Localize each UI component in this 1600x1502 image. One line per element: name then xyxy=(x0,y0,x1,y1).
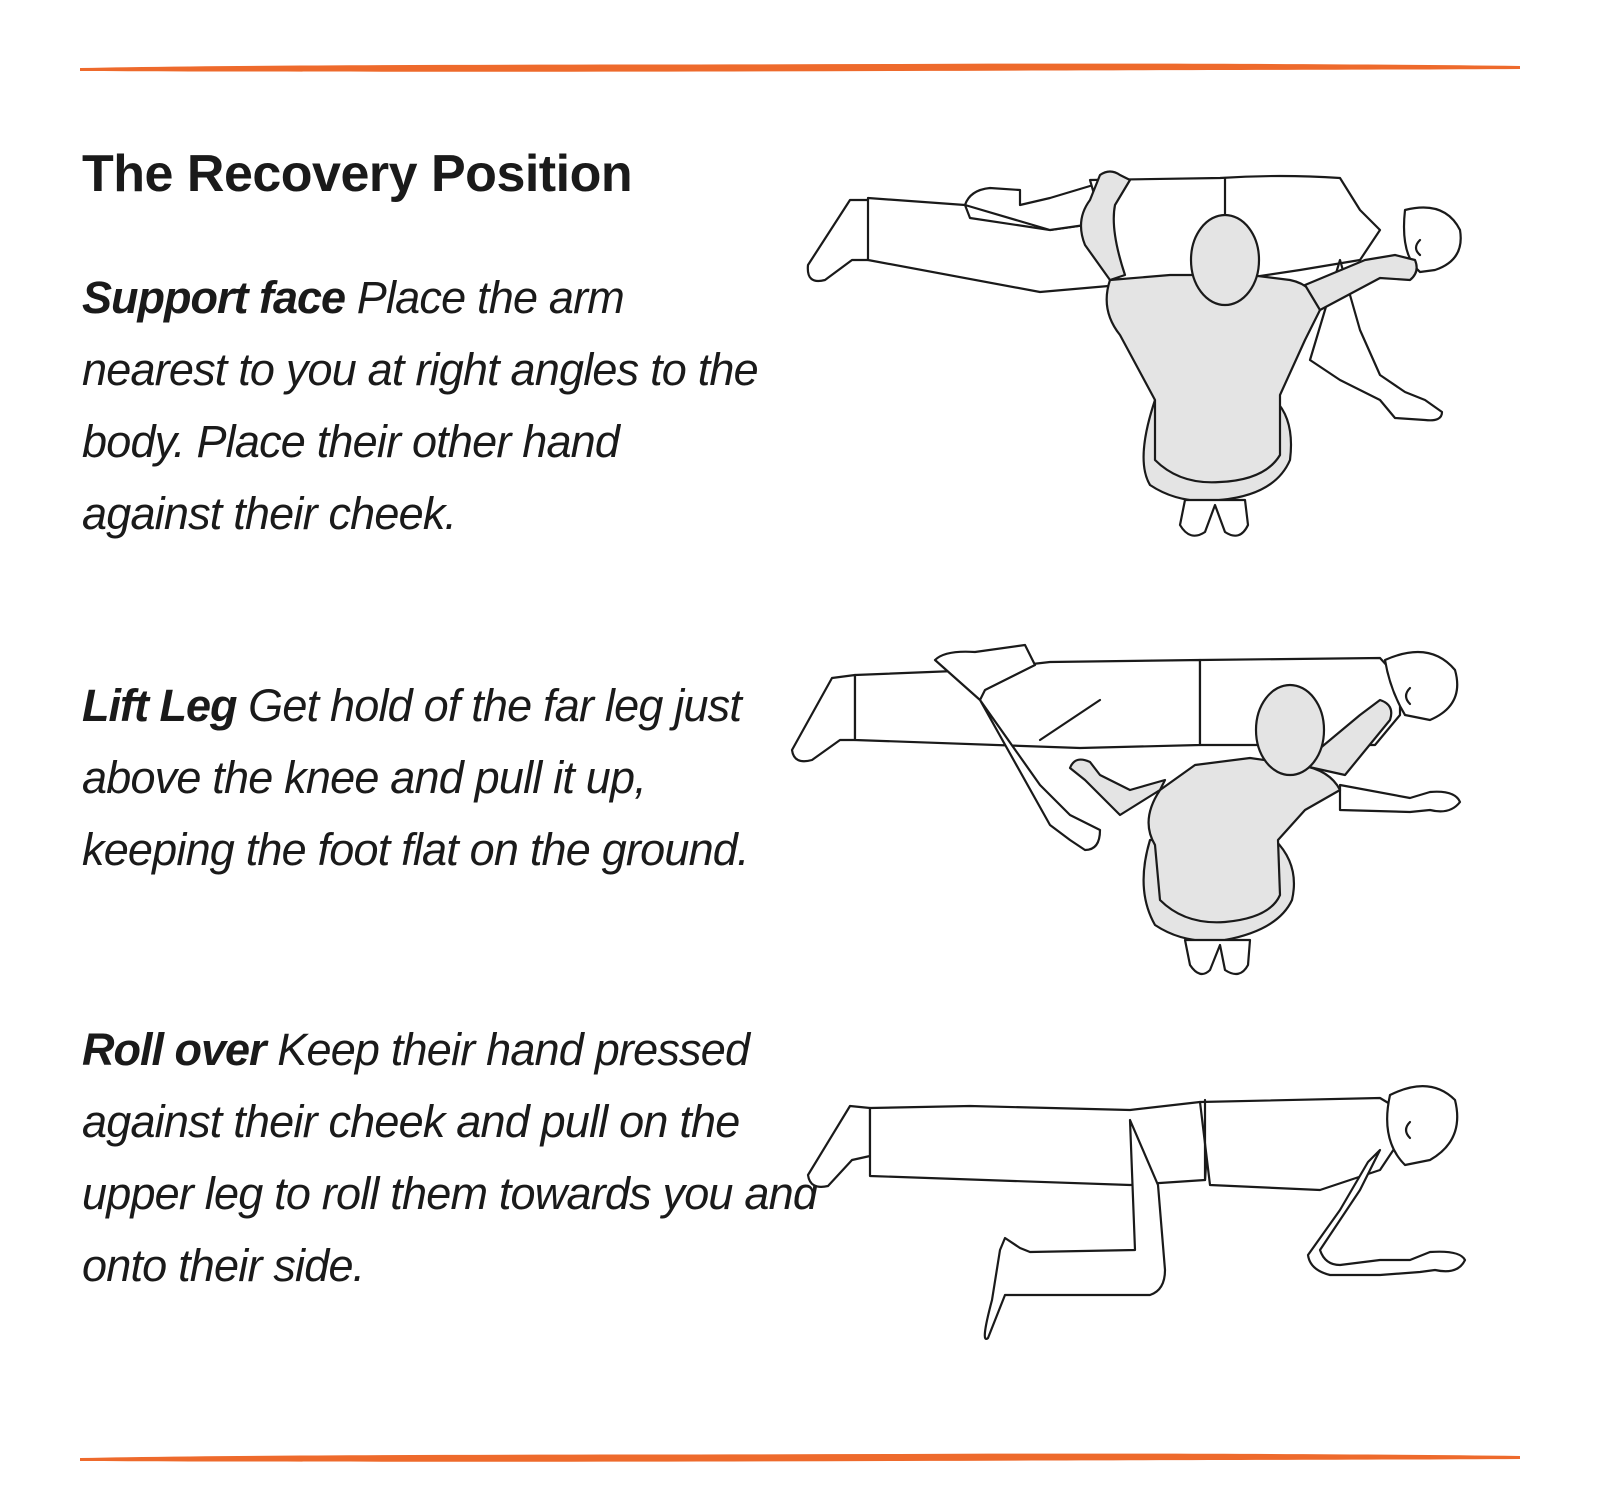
lying-person-ear xyxy=(1404,686,1412,706)
step-lift-leg-body: Get hold of the far leg just above the k… xyxy=(82,680,750,875)
bottom-divider-stroke xyxy=(80,1453,1520,1462)
lying-person-straight-leg xyxy=(806,1104,872,1188)
lying-person-head xyxy=(1383,650,1459,722)
lying-person-far-leg xyxy=(790,673,857,763)
lift-leg-illustration xyxy=(790,643,1462,976)
step-roll-over: Roll over Keep their hand pressed agains… xyxy=(82,1014,822,1302)
rescuer-head xyxy=(1189,213,1261,307)
support-face-illustration xyxy=(806,170,1462,537)
lying-person-torso xyxy=(1198,1096,1402,1192)
rescuer-right-arm xyxy=(1303,253,1418,312)
lying-person-head xyxy=(1402,206,1462,274)
roll-over-illustration xyxy=(806,1085,1467,1341)
lying-person-lifted-leg xyxy=(933,643,1102,852)
rescuer-shoes xyxy=(1178,498,1250,537)
lying-person-ear xyxy=(1414,238,1422,257)
page-title: The Recovery Position xyxy=(82,145,633,203)
lying-person-head xyxy=(1386,1085,1459,1167)
lying-person-arm xyxy=(1306,1148,1467,1277)
bottom-divider xyxy=(80,1453,1520,1462)
step-lift-leg: Lift Leg Get hold of the far leg just ab… xyxy=(82,670,762,886)
step-lift-leg-lead: Lift Leg xyxy=(82,680,237,731)
lying-person-ear xyxy=(1404,1120,1412,1140)
rescuer-shoes xyxy=(1183,938,1252,976)
lying-person-near-arm xyxy=(1308,258,1444,422)
lying-person-legs xyxy=(853,658,1202,750)
lying-person-bent-leg xyxy=(983,1118,1167,1341)
rescuer-right-arm xyxy=(1298,698,1393,777)
lying-person-near-arm xyxy=(1338,783,1462,814)
top-divider xyxy=(80,63,1520,72)
step-support-face-lead: Support face xyxy=(82,272,346,323)
rescuer-left-arm xyxy=(1068,758,1167,817)
rescuer-left-arm xyxy=(1079,170,1132,282)
step-roll-over-lead: Roll over xyxy=(82,1024,267,1075)
rescuer-torso xyxy=(1147,756,1342,924)
top-divider-stroke xyxy=(80,63,1520,72)
rescuer-head xyxy=(1254,683,1326,777)
lift-leg-knee-crease xyxy=(1038,698,1102,742)
lying-person-legs xyxy=(868,1100,1212,1187)
step-support-face-body: Place the arm nearest to you at right an… xyxy=(82,272,759,539)
step-roll-over-body: Keep their hand pressed against their ch… xyxy=(82,1024,818,1291)
step-support-face: Support face Place the arm nearest to yo… xyxy=(82,262,762,550)
lying-person-far-leg xyxy=(806,198,872,283)
